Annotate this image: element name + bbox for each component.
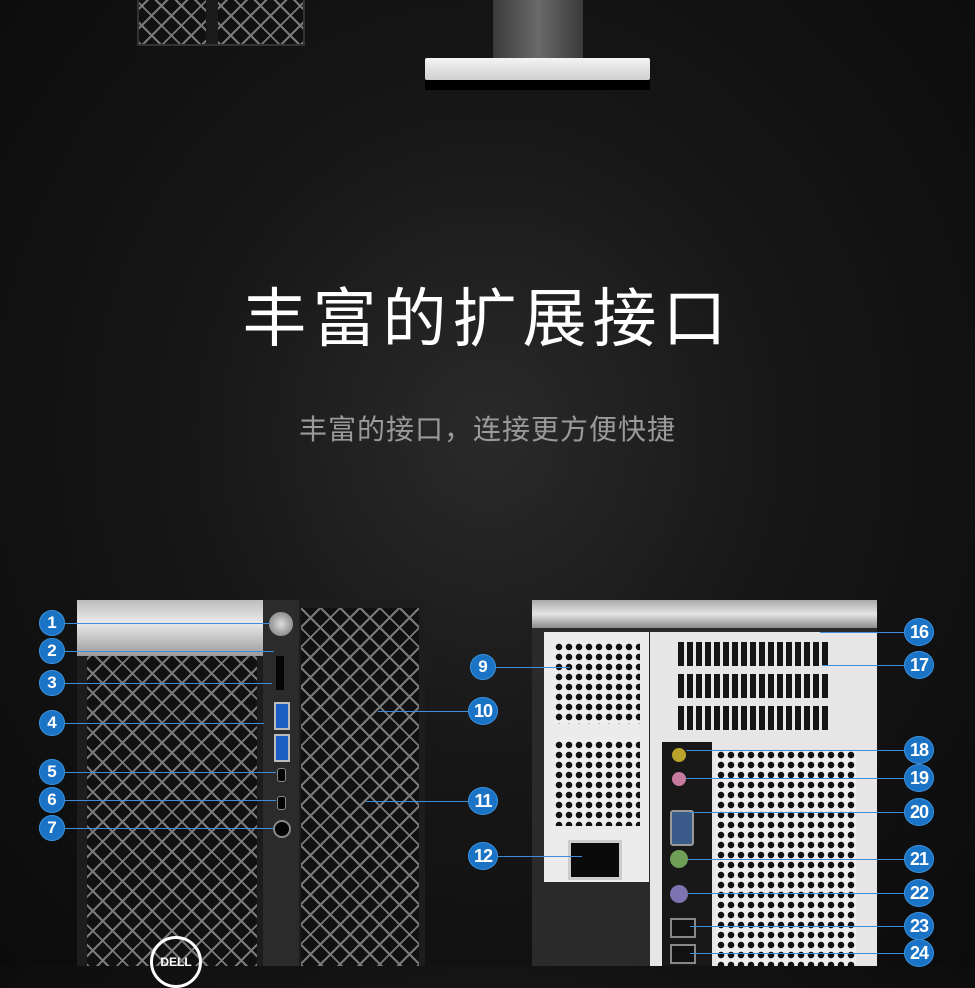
psu-vent-upper xyxy=(554,642,640,724)
callout-line-9 xyxy=(496,667,570,668)
callout-line-24 xyxy=(690,953,904,954)
callout-line-21 xyxy=(688,859,904,860)
monitor-base xyxy=(425,58,650,80)
callout-19: 19 xyxy=(904,764,934,792)
callout-7: 7 xyxy=(39,815,65,841)
callout-line-17 xyxy=(822,665,904,666)
front-tower: DELL xyxy=(77,600,425,988)
dell-logo: DELL xyxy=(150,936,202,988)
usb-c-port-1[interactable] xyxy=(277,768,286,782)
rear-tower xyxy=(532,600,877,966)
front-io-strip xyxy=(263,600,299,966)
psu-vent-lower xyxy=(554,740,640,826)
callout-line-2 xyxy=(64,651,274,652)
callout-line-18 xyxy=(686,750,904,751)
power-button[interactable] xyxy=(269,612,293,636)
callout-line-11 xyxy=(366,801,468,802)
tower-top-side-panel xyxy=(206,0,218,44)
callout-line-19 xyxy=(686,778,904,779)
callout-1: 1 xyxy=(39,610,65,636)
callout-line-7 xyxy=(64,828,274,829)
callout-line-6 xyxy=(64,800,276,801)
expansion-slot-1 xyxy=(678,642,830,666)
callout-21: 21 xyxy=(904,845,934,873)
expansion-slot-3 xyxy=(678,706,830,730)
monitor-base-shadow xyxy=(425,80,650,90)
callout-line-1 xyxy=(64,623,270,624)
serial-port[interactable] xyxy=(670,810,694,846)
ps2-keyboard-port[interactable] xyxy=(670,850,688,868)
power-inlet[interactable] xyxy=(568,840,622,880)
audio-jack[interactable] xyxy=(273,820,291,838)
usb-a-port-1[interactable] xyxy=(274,702,290,730)
callout-6: 6 xyxy=(39,787,65,813)
callout-line-5 xyxy=(64,772,276,773)
callout-20: 20 xyxy=(904,798,934,826)
page-subtitle: 丰富的接口，连接更方便快捷 xyxy=(298,413,676,446)
front-top-bezel xyxy=(77,600,267,656)
callout-line-4 xyxy=(64,723,264,724)
dell-logo-text: DELL xyxy=(160,955,192,969)
front-right-mesh xyxy=(301,608,419,966)
usb-a-port-2[interactable] xyxy=(274,734,290,762)
callout-24: 24 xyxy=(904,939,934,967)
callout-5: 5 xyxy=(39,759,65,785)
callout-2: 2 xyxy=(39,638,65,664)
ethernet-port-1[interactable] xyxy=(670,918,696,938)
callout-line-16 xyxy=(820,632,904,633)
front-left-mesh xyxy=(87,656,257,966)
rear-vent xyxy=(716,750,856,966)
callout-10: 10 xyxy=(468,697,498,725)
callout-16: 16 xyxy=(904,618,934,646)
callout-17: 17 xyxy=(904,651,934,679)
callout-23: 23 xyxy=(904,912,934,940)
card-reader-slot[interactable] xyxy=(276,656,284,690)
callout-line-3 xyxy=(64,683,272,684)
callout-4: 4 xyxy=(39,710,65,736)
callout-line-12 xyxy=(496,856,582,857)
page-title: 丰富的扩展接口 xyxy=(242,283,733,357)
rear-top-bezel xyxy=(532,600,877,628)
monitor-stand xyxy=(493,0,583,60)
callout-22: 22 xyxy=(904,879,934,907)
usb-c-port-2[interactable] xyxy=(277,796,286,810)
ethernet-port-2[interactable] xyxy=(670,944,696,964)
tower-top-thumbnail xyxy=(137,0,305,46)
ps2-mouse-port[interactable] xyxy=(670,885,688,903)
callout-9: 9 xyxy=(470,654,496,680)
callout-3: 3 xyxy=(39,670,65,696)
callout-12: 12 xyxy=(468,842,498,870)
callout-line-10 xyxy=(378,711,468,712)
callout-line-22 xyxy=(688,893,904,894)
line-out-port[interactable] xyxy=(672,772,686,786)
callout-line-23 xyxy=(690,926,904,927)
callout-11: 11 xyxy=(468,787,498,815)
expansion-slot-2 xyxy=(678,674,830,698)
callout-line-20 xyxy=(690,812,904,813)
callout-18: 18 xyxy=(904,736,934,764)
line-in-port[interactable] xyxy=(672,748,686,762)
